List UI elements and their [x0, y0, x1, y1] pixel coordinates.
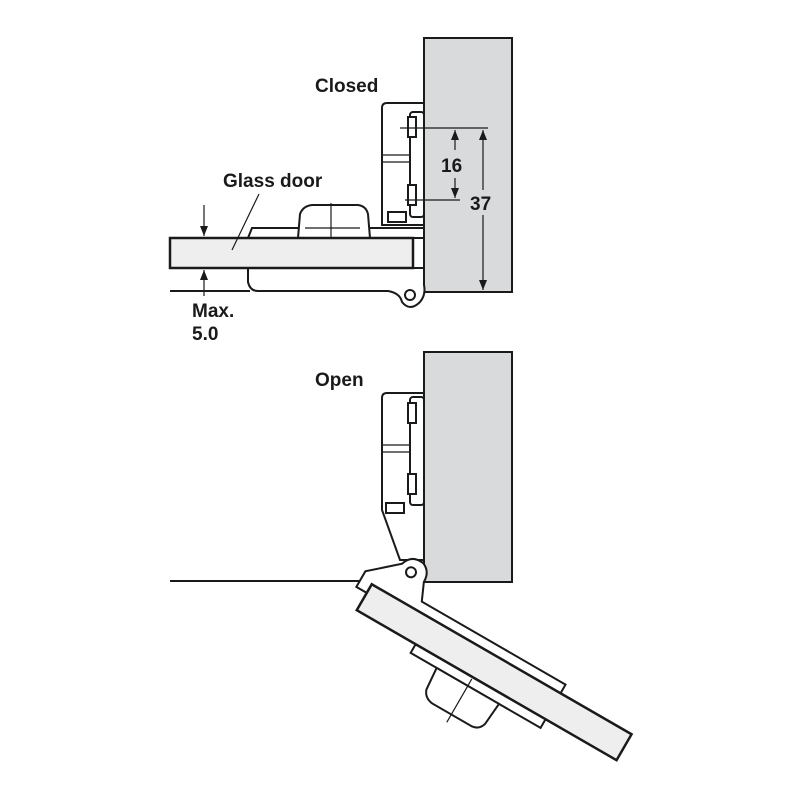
- door-open: [354, 557, 634, 762]
- label-open: Open: [315, 370, 364, 391]
- label-max: Max.: [192, 301, 234, 322]
- glass-door-closed: [168, 236, 415, 270]
- glass-door-open: [355, 582, 634, 762]
- clamp-screw-closed: [296, 204, 372, 239]
- pivot-pin-open: [405, 566, 417, 579]
- label-max-value: 5.0: [192, 324, 218, 345]
- label-closed: Closed: [315, 76, 378, 97]
- closed-view: Closed Glass door Max. 5.0 16 37: [168, 37, 513, 345]
- pivot-pin-closed: [404, 289, 416, 301]
- cabinet-side-panel-open: [423, 351, 513, 583]
- label-glass-door: Glass door: [223, 171, 323, 192]
- open-view: Open: [170, 351, 634, 762]
- dimension-37: 37: [470, 194, 491, 215]
- cabinet-side-panel-closed: [423, 37, 513, 293]
- hinge-arm-closed: [247, 267, 426, 308]
- dimension-16: 16: [441, 156, 462, 177]
- clamp-screw-open: [425, 666, 501, 729]
